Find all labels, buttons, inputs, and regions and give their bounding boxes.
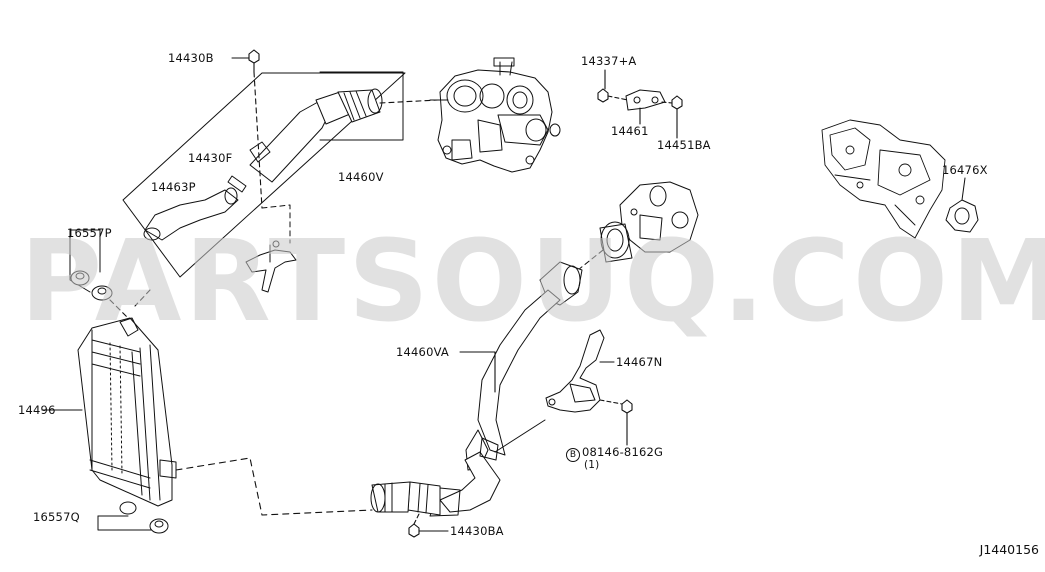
grommets-16557Q — [97, 501, 169, 534]
callout-14430F[interactable]: 14430F — [188, 151, 233, 165]
callout-14430BA[interactable]: 14430BA — [450, 524, 504, 538]
bolt-14451BA — [661, 95, 683, 139]
callout-14463P[interactable]: 14463P — [151, 180, 196, 194]
grommets-16557P — [69, 229, 113, 301]
bracket-14467N — [545, 329, 605, 413]
callout-14467N[interactable]: 14467N — [616, 355, 663, 369]
callout-14460V[interactable]: 14460V — [338, 170, 384, 184]
intercooler-14496 — [77, 317, 177, 507]
callout-14430B[interactable]: 14430B — [168, 51, 214, 65]
bolt-14430BA — [408, 523, 449, 538]
callout-14460VA[interactable]: 14460VA — [396, 345, 449, 359]
callout-16476X[interactable]: 16476X — [942, 163, 988, 177]
bolt-14430B — [248, 49, 260, 73]
throttle-body-lower — [599, 181, 699, 263]
leader-hose-turbo — [379, 99, 439, 104]
diagram-code: J1440156 — [979, 542, 1039, 557]
callout-16557P[interactable]: 16557P — [67, 226, 112, 240]
bracket-14461 — [625, 89, 666, 111]
group-outline-14460V — [122, 71, 406, 278]
callout-16557Q[interactable]: 16557Q — [33, 510, 80, 524]
callout-14337A[interactable]: 14337+A — [581, 54, 637, 68]
hose-14463P — [143, 187, 239, 241]
callout-08146-8162G-text: 08146-8162G — [582, 445, 664, 459]
b-circle-marker: B — [566, 448, 580, 462]
callout-14496[interactable]: 14496 — [18, 403, 56, 417]
callout-14451BA[interactable]: 14451BA — [657, 138, 711, 152]
leader-14430B-dash — [253, 71, 263, 209]
sensor-14430F — [227, 175, 247, 193]
callout-08146-qty: (1) — [584, 459, 600, 471]
hose-14460VA — [370, 261, 583, 517]
throttle-body-upper — [429, 57, 561, 173]
hose-14460V — [249, 88, 383, 183]
callout-14461[interactable]: 14461 — [611, 124, 649, 138]
bolt-08146-8162G — [599, 399, 633, 446]
bolt-14337A — [597, 69, 629, 103]
bracket-upper-mount — [245, 204, 297, 293]
engine-block-right — [821, 119, 946, 239]
gasket-16476X — [945, 177, 979, 233]
leader-intercooler-lower-hose — [175, 457, 373, 516]
